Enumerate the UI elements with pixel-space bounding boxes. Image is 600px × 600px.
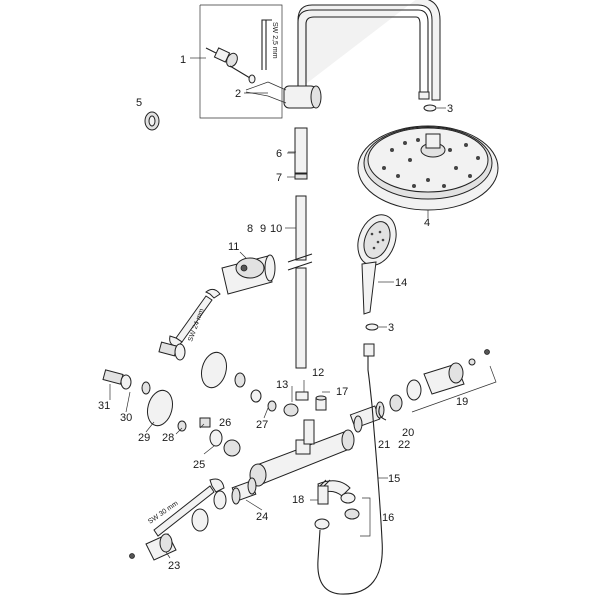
label-29: 29 [138,432,150,444]
label-12: 12 [312,367,324,379]
part-28 [177,420,187,432]
part-3-top-seal [423,104,437,112]
label-7: 7 [276,172,282,184]
part-22-clip [378,405,387,421]
part-15-hose [317,352,383,595]
label-6: 6 [276,148,282,160]
part-26b [209,429,223,447]
leader-lines [109,57,388,559]
part-27b [267,400,277,412]
label-31: 31 [98,400,110,412]
part-3-lower-seal [365,323,379,331]
label-3-top: 3 [447,103,453,115]
part-7 [294,173,308,180]
label-17: 17 [336,386,348,398]
label-14: 14 [395,277,407,289]
label-19: 19 [456,396,468,408]
label-16: 16 [382,512,394,524]
part-25-nut [223,439,241,457]
part-1-bolt [205,47,256,84]
part-16-group [314,492,371,537]
riser-rail [285,195,313,369]
label-10: 10 [270,223,282,235]
label-21: 21 [378,439,390,451]
wrench-30: SW 30 mm [147,478,225,537]
part-4-overhead-shower [357,125,499,211]
part-23-handle [129,508,209,561]
part-24b [213,490,227,510]
label-3-lower: 3 [388,322,394,334]
part-14-hand-shower [357,214,397,315]
part-27a [250,389,262,403]
part-6-tube [294,127,308,174]
label-18: 18 [292,494,304,506]
part-12 [295,391,309,401]
label-26: 26 [219,417,231,429]
label-22: 22 [398,439,410,451]
part-26 [199,417,211,428]
label-15: 15 [388,473,400,485]
left-wall-connector-lower [102,369,173,427]
part-21-cartridge [349,401,385,433]
label-4: 4 [424,217,430,229]
allen-key: SW 2,5 mm [261,19,278,70]
label-20: 20 [402,427,414,439]
allen-key-label: SW 2,5 mm [271,22,278,59]
part-18-diverter [317,479,331,505]
shower-arm [283,0,441,109]
left-wall-connector-upper [158,341,246,389]
label-23: 23 [168,560,180,572]
label-9: 9 [260,223,266,235]
part-13-nut [283,403,299,417]
bracket-box [199,4,283,119]
part-labels: 1 2 3 4 5 6 7 8 9 10 11 12 13 14 15 16 1… [98,54,468,572]
hose-nut [363,343,375,357]
part-19-handle-group [389,349,497,413]
label-25: 25 [193,459,205,471]
wrench-24: SW 24 mm [169,288,221,347]
label-2: 2 [235,88,241,100]
label-11: 11 [228,241,239,253]
thermostat-body [249,419,355,497]
part-11-slider [221,254,276,295]
part-24-cartridge [231,477,257,505]
label-5: 5 [136,97,142,109]
label-8: 8 [247,223,253,235]
label-24: 24 [256,511,268,523]
label-30: 30 [120,412,132,424]
label-27: 27 [256,419,268,431]
label-1: 1 [180,54,186,66]
label-28: 28 [162,432,174,444]
label-13: 13 [276,379,288,391]
